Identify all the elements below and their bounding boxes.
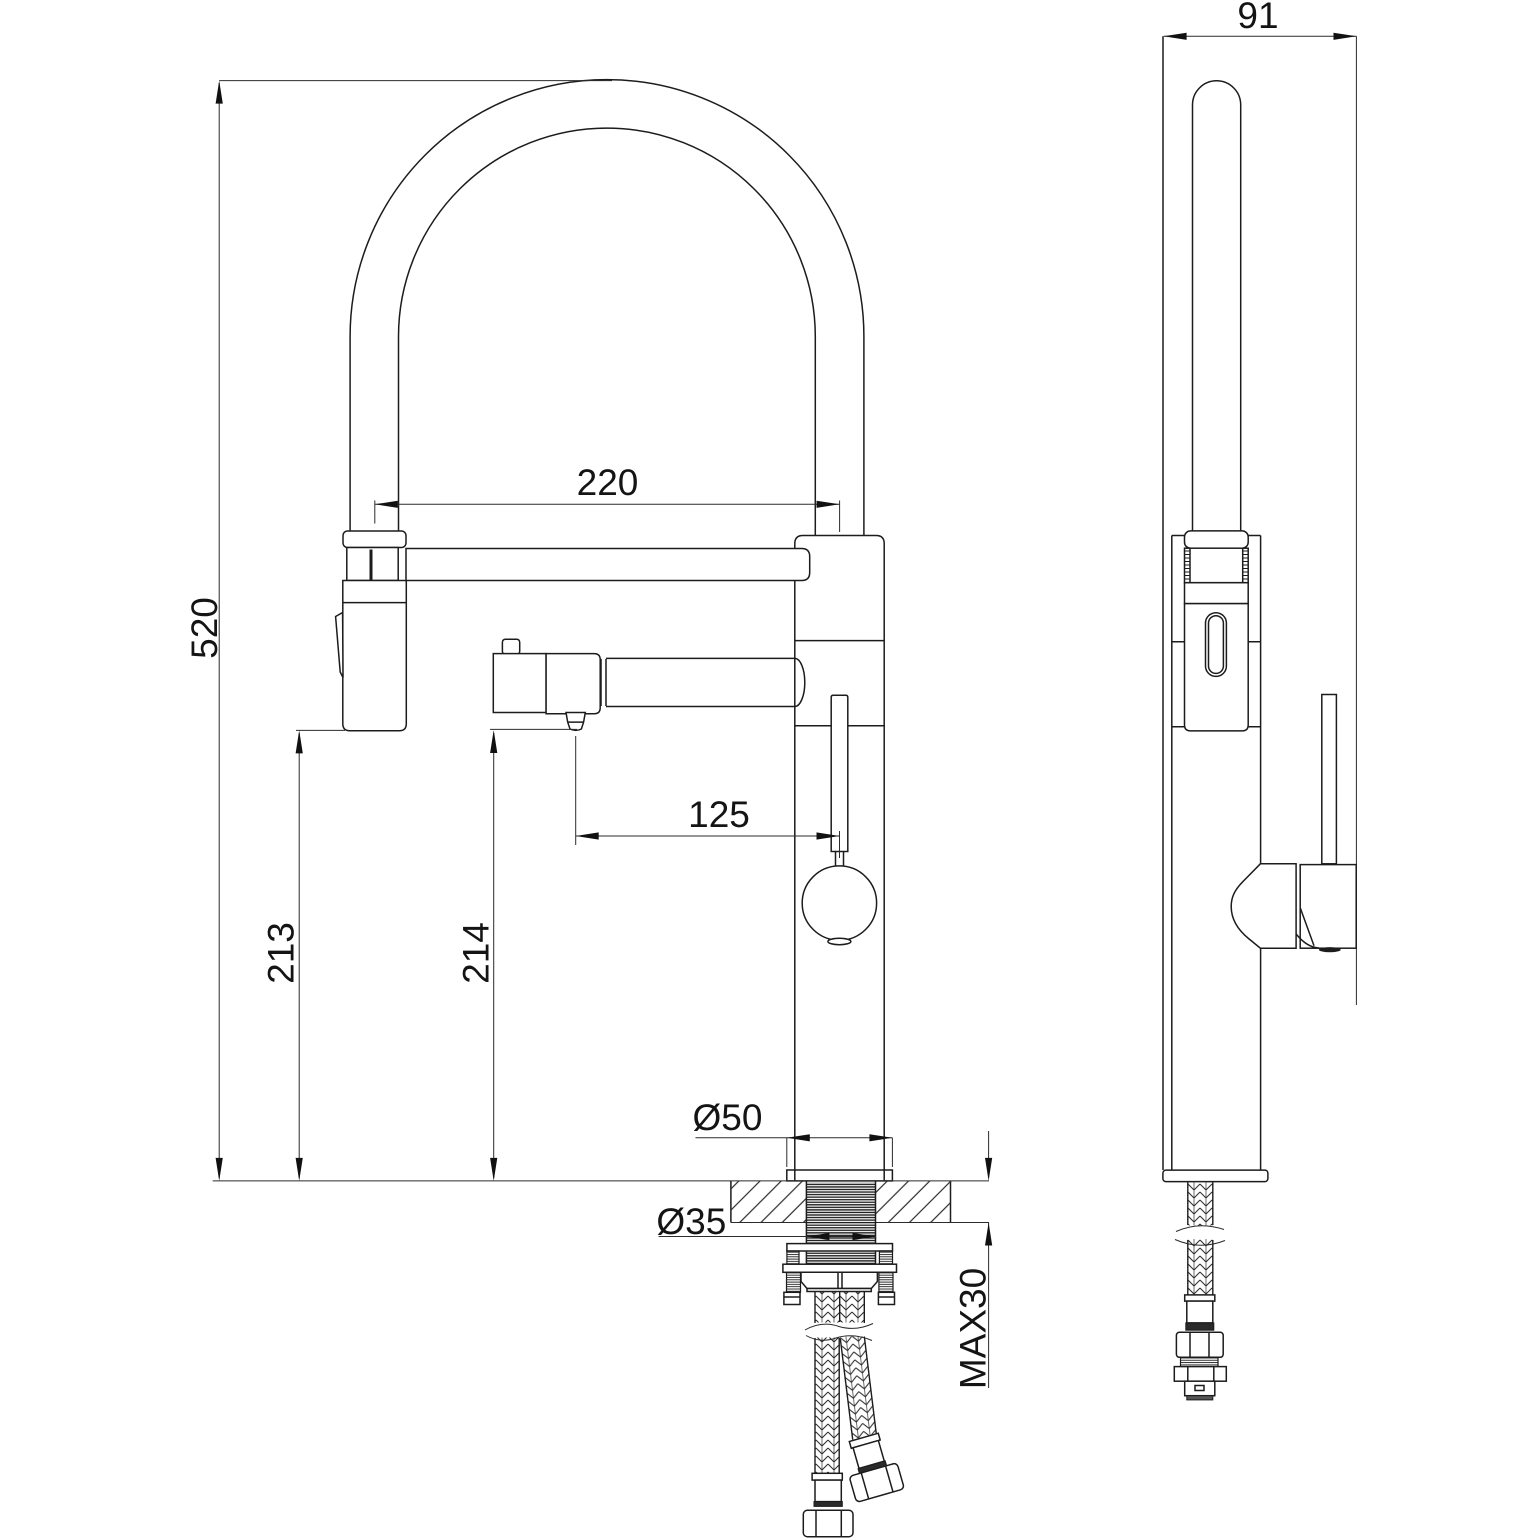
svg-text:125: 125 bbox=[688, 794, 750, 835]
svg-text:MAX30: MAX30 bbox=[953, 1268, 994, 1389]
svg-text:220: 220 bbox=[577, 462, 639, 503]
svg-text:214: 214 bbox=[456, 922, 497, 984]
svg-text:Ø35: Ø35 bbox=[656, 1201, 726, 1242]
svg-text:213: 213 bbox=[261, 922, 302, 984]
svg-text:Ø50: Ø50 bbox=[693, 1097, 763, 1138]
svg-text:520: 520 bbox=[184, 597, 225, 659]
svg-text:91: 91 bbox=[1237, 0, 1278, 36]
